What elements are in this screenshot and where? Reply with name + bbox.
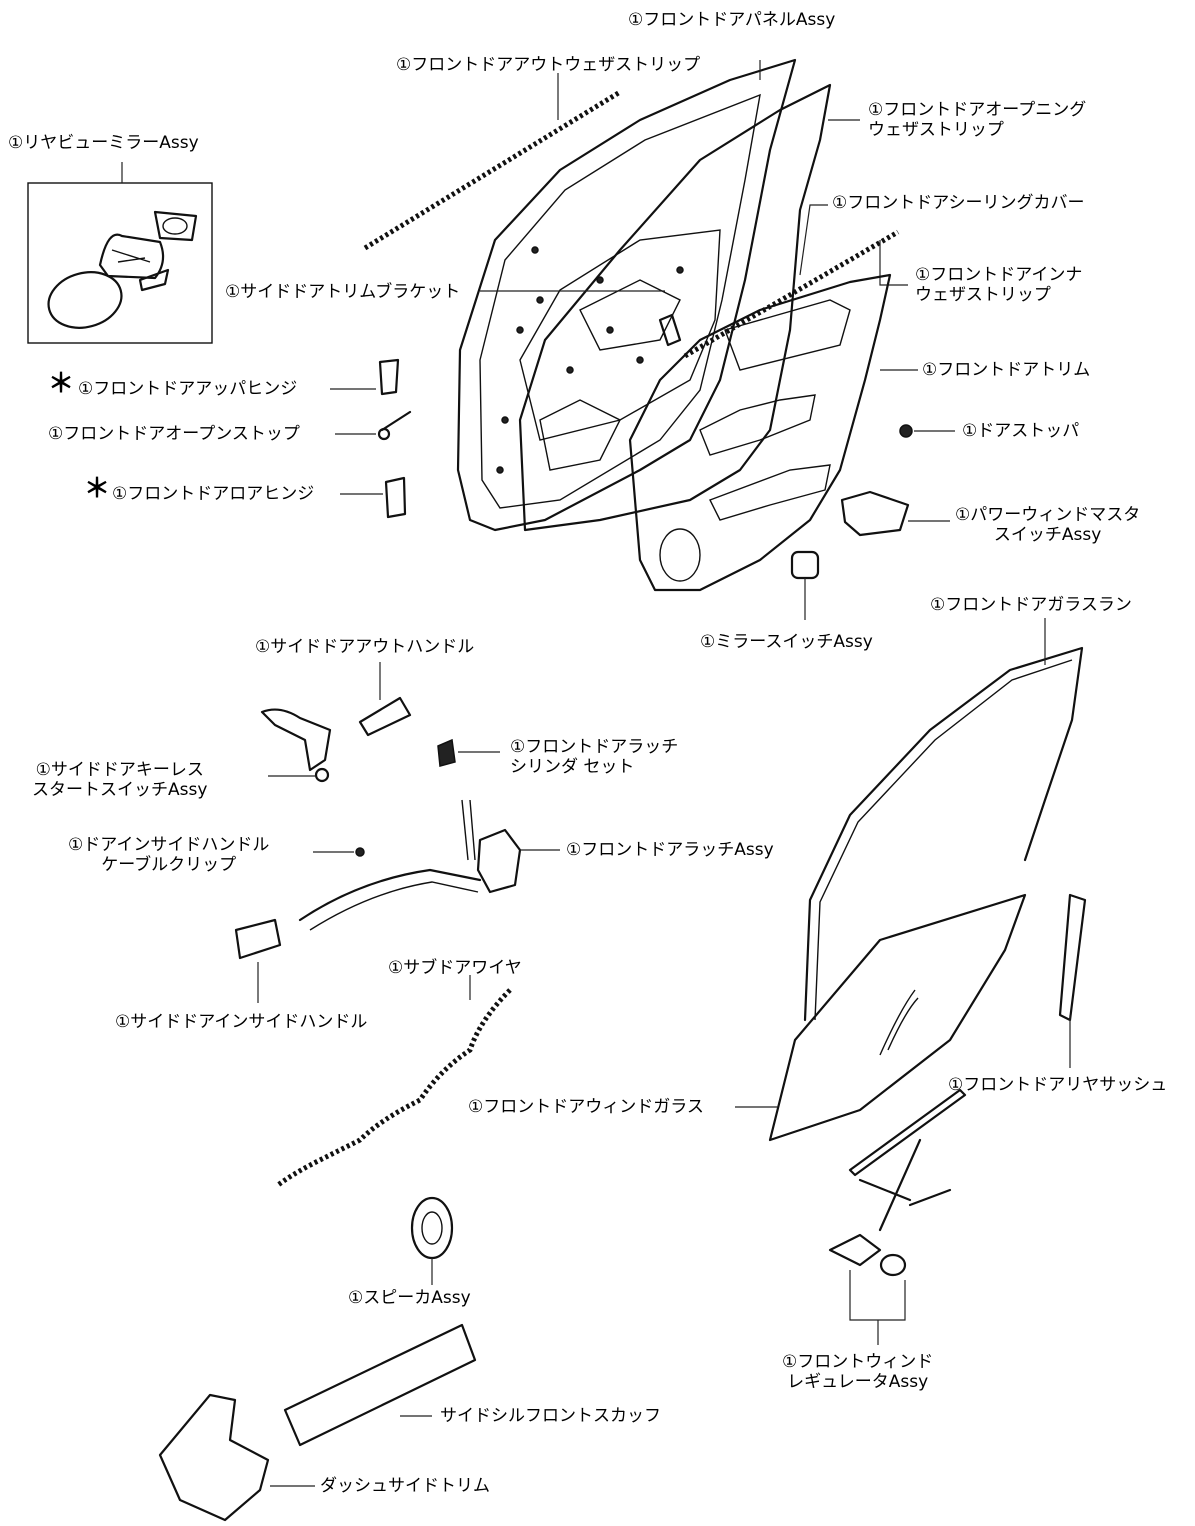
label-door-stopper: ①ドアストッパ — [962, 421, 1080, 441]
opening-weatherstrip-shape — [518, 60, 860, 532]
label-front-door-rear-sash: ①フロントドアリヤサッシュ — [948, 1075, 1168, 1095]
label-mirror-switch: ①ミラースイッチAssy — [700, 632, 873, 652]
outer-weatherstrip-shape — [363, 73, 622, 251]
rear-view-mirror-inset — [27, 162, 213, 344]
label-side-door-outside-handle: ①サイドドアアウトハンドル — [255, 637, 475, 657]
label-side-door-inside-handle: ①サイドドアインサイドハンドル — [115, 1012, 368, 1032]
latch-assy-shape — [298, 799, 560, 931]
label-power-window-master-switch: ①パワーウィンドマスタ スイッチAssy — [955, 505, 1141, 545]
marker-lower-hinge: ＊ — [84, 474, 111, 504]
label-front-door-upper-hinge: ①フロントドアアッパヒンジ — [78, 379, 298, 399]
label-inside-handle-cable-clip: ①ドアインサイドハンドル ケーブルクリップ — [68, 835, 270, 875]
label-front-door-open-stop: ①フロントドアオープンストップ — [48, 424, 300, 444]
window-glass-shape — [735, 893, 1027, 1142]
label-front-door-trim: ①フロントドアトリム — [922, 360, 1091, 380]
label-front-window-regulator: ①フロントウィンド レギュレータAssy — [782, 1352, 934, 1392]
label-rear-view-mirror: ①リヤビューミラーAssy — [8, 133, 199, 153]
label-front-door-glass-run: ①フロントドアガラスラン — [930, 595, 1132, 615]
label-side-door-trim-bracket: ①サイドドアトリムブラケット — [225, 282, 461, 302]
label-front-door-outer-weatherstrip: ①フロントドアアウトウェザストリップ — [396, 55, 701, 75]
label-sub-door-wire: ①サブドアワイヤ — [388, 958, 522, 978]
glass-run-shape — [803, 618, 1084, 1022]
label-front-door-opening-weatherstrip: ①フロントドアオープニング ウェザストリップ — [868, 100, 1087, 140]
label-front-door-lower-hinge: ①フロントドアロアヒンジ — [112, 484, 315, 504]
label-front-door-panel: ①フロントドアパネルAssy — [628, 10, 836, 30]
window-regulator-shape — [828, 1088, 967, 1345]
inner-weatherstrip-shape — [683, 229, 908, 359]
label-front-door-inner-weatherstrip: ①フロントドアインナ ウェザストリップ — [915, 265, 1083, 305]
label-speaker: ①スピーカAssy — [348, 1288, 471, 1308]
label-front-door-latch: ①フロントドアラッチAssy — [566, 840, 774, 860]
front-door-trim-shape — [628, 273, 918, 592]
marker-upper-hinge: ＊ — [48, 369, 75, 399]
label-side-sill-front-scuff: サイドシルフロントスカッフ — [440, 1406, 661, 1426]
hinges-shape — [330, 358, 412, 519]
label-keyless-start-switch: ①サイドドアキーレス スタートスイッチAssy — [32, 760, 208, 800]
front-door-panel-shape — [456, 58, 797, 532]
label-front-door-sealing-cover: ①フロントドアシーリングカバー — [832, 193, 1085, 213]
label-front-door-latch-cylinder: ①フロントドアラッチ シリンダ セット — [510, 737, 679, 777]
label-dash-side-trim: ダッシュサイドトリム — [320, 1476, 490, 1496]
label-front-door-window-glass: ①フロントドアウィンドガラス — [468, 1097, 704, 1117]
